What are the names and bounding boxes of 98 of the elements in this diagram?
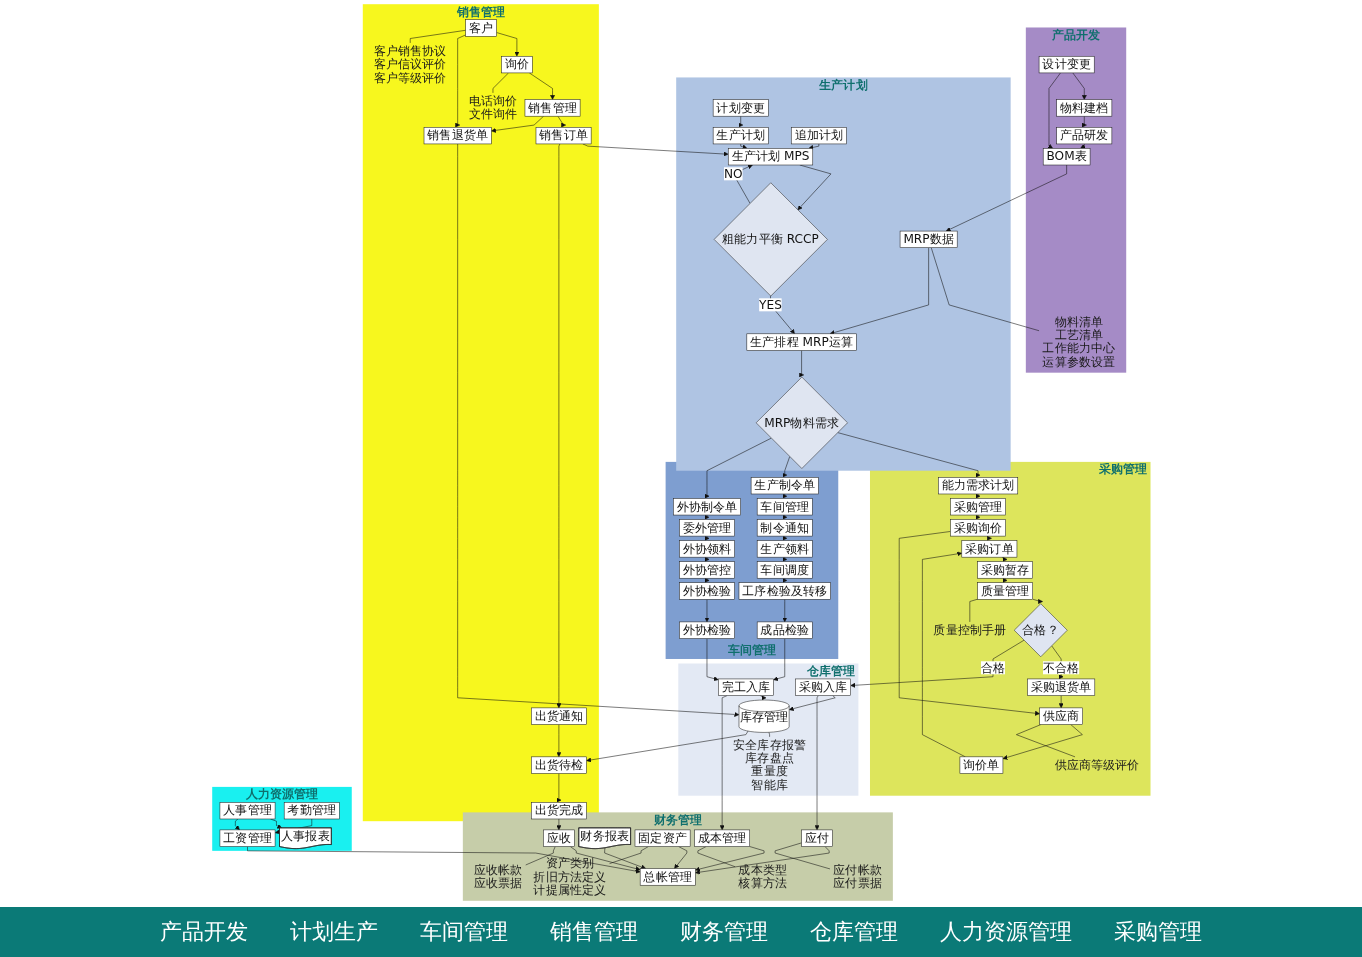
connector: [608, 846, 649, 864]
connector: [697, 846, 736, 868]
arrow: [1080, 143, 1086, 149]
node-box: 生产排程 MRP运算: [746, 333, 857, 351]
node-box: 采购订单: [961, 540, 1017, 558]
footer-label: 采购管理: [1114, 918, 1202, 946]
node-box: 委外管理: [678, 519, 735, 537]
arrow: [781, 556, 787, 562]
node-box: 工序检验及转移: [738, 582, 831, 600]
node-box: 出货待检: [530, 756, 587, 774]
node-box: 外协检验: [678, 582, 735, 600]
edge-label: NO: [723, 166, 743, 181]
node-box: 生产计划 MPS: [727, 148, 813, 166]
node-box: MRP数据: [899, 230, 958, 248]
footer-label: 仓库管理: [810, 918, 898, 946]
node-box: 采购管理: [949, 498, 1006, 516]
node-box: 销售管理: [524, 99, 581, 117]
node-box: 人事管理: [219, 802, 275, 820]
node-box: 外协检验: [678, 621, 735, 639]
arrow: [704, 556, 710, 562]
node-text: 客户销售协议 客户信议评价 客户等级评价: [373, 44, 447, 85]
node-box: 客户: [465, 19, 497, 37]
node-box: 采购退货单: [1026, 678, 1095, 696]
node-box: 生产制令单: [750, 477, 819, 495]
arrow: [759, 694, 766, 700]
node-box: 总帐管理: [639, 868, 696, 886]
node-box: 物料建档: [1056, 99, 1112, 117]
footer-label: 财务管理: [680, 918, 768, 946]
node-text: 质量控制手册: [933, 623, 1006, 637]
connector: [969, 598, 978, 623]
arrow: [781, 493, 787, 499]
node-diamond: 粗能力平衡 RCCP: [713, 182, 828, 297]
node-diamond: MRP物料需求: [755, 376, 848, 469]
node-box: 能力需求计划: [937, 477, 1018, 495]
node-box: 产品研发: [1056, 127, 1112, 145]
edge-label: 合格: [980, 660, 1005, 675]
node-text: 应付帐款 应付票据: [832, 863, 882, 891]
arrow: [781, 535, 787, 541]
footer-label: 销售管理: [550, 918, 638, 946]
node-text: 供应商等级评价: [1054, 757, 1140, 772]
node-box: BOM表: [1042, 148, 1090, 166]
edge-label: YES: [758, 297, 782, 312]
node-box: 采购暂存: [976, 561, 1033, 579]
arrow: [781, 577, 787, 583]
arrow: [740, 143, 747, 150]
node-box: 设计变更: [1038, 56, 1095, 74]
node-box: 供应商: [1039, 707, 1083, 725]
arrow: [704, 514, 710, 520]
arrow: [975, 514, 981, 520]
node-box: 外协领料: [678, 540, 735, 558]
node-box: 应收: [542, 829, 575, 847]
node-text: 安全库存报警 库存盘点 重量度 智能库: [732, 737, 806, 792]
node-box: 考勤管理: [283, 802, 340, 820]
node-box: 出货通知: [530, 707, 587, 725]
node-box: 质量管理: [976, 582, 1033, 600]
node-box: 外协制令单: [672, 498, 741, 516]
node-box: 销售退货单: [423, 127, 492, 145]
node-box: 生产领料: [756, 540, 813, 558]
node-box: 生产计划: [712, 127, 769, 145]
footer-label: 产品开发: [160, 918, 248, 946]
node-box: 外协管控: [678, 561, 735, 579]
arrow: [975, 493, 981, 499]
node-box: 采购询价: [949, 519, 1006, 537]
node-box: 成品检验: [756, 621, 813, 639]
node-text: 应收帐款 应收票据: [473, 863, 523, 891]
node-text: 电话询价 文件询件: [468, 93, 517, 122]
node-box: 计划变更: [712, 99, 769, 117]
arrow: [704, 577, 710, 583]
footer-label: 人力资源管理: [940, 918, 1072, 946]
node-box: 追加计划: [790, 127, 847, 145]
edge-label: 不合格: [1042, 660, 1079, 675]
node-text: 成本类型 核算方法: [738, 863, 787, 891]
footer-label: 车间管理: [420, 918, 508, 946]
arrow: [985, 535, 991, 541]
node-box: 车间管理: [756, 498, 813, 516]
node-box: 工资管理: [219, 829, 275, 847]
arrow: [704, 535, 710, 541]
node-text: 物料清单 工艺清单 工作能力中心 运算参数设置: [1042, 314, 1115, 369]
node-box: 成本管理: [693, 829, 750, 847]
node-box: 采购入库: [794, 678, 851, 696]
node-box: 固定资产: [634, 829, 691, 847]
node-box: 销售订单: [535, 127, 592, 145]
node-text: 资产类别 折旧方法定义 计提属性定义: [533, 856, 606, 897]
node-box: 制令通知: [756, 519, 813, 537]
arrow: [781, 514, 787, 520]
node-diamond: 合格？: [1013, 603, 1068, 658]
node-box: 询价单: [959, 756, 1003, 774]
node-box: 询价: [500, 56, 533, 74]
arrow: [1001, 556, 1007, 561]
connector: [1015, 724, 1075, 758]
node-box: 应付: [800, 829, 833, 847]
connector: [525, 846, 556, 866]
connector: [774, 842, 830, 870]
node-box: 完工入库: [717, 678, 774, 696]
footer-label: 计划生产: [290, 918, 378, 946]
arrow: [1002, 577, 1008, 583]
node-box: 出货完成: [530, 802, 587, 820]
node-box: 车间调度: [756, 561, 813, 579]
